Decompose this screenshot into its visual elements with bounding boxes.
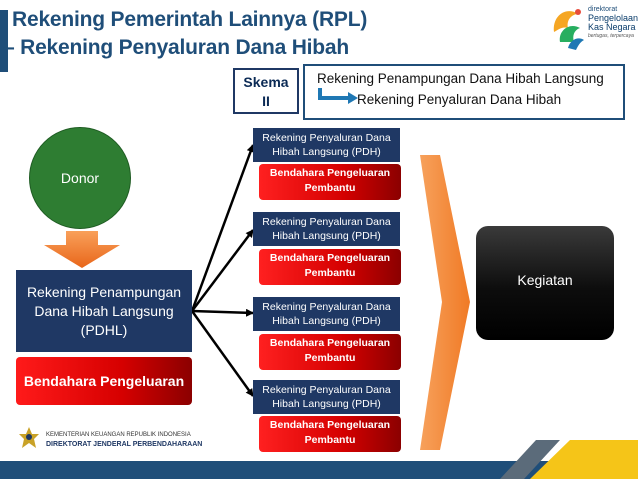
bp-line-2: Pembantu (304, 434, 356, 446)
pdh-line-2: Hibah Langsung (PDH) (272, 230, 381, 242)
bp-line-1: Bendahara Pengeluaran (269, 167, 391, 179)
pdh-line-2: Hibah Langsung (PDH) (272, 315, 381, 327)
bp-line-1: Bendahara Pengeluaran (269, 419, 391, 431)
footer-ministry: KEMENTERIAN KEUANGAN REPUBLIK INDONESIA (46, 432, 191, 438)
pdhl-line-3: (PDHL) (80, 322, 128, 338)
donor-label: Donor (60, 170, 100, 186)
bendahara-pembantu-box: Bendahara Pengeluaran Pembantu (259, 249, 401, 285)
connector-to-pdh-1 (190, 144, 255, 312)
skema-line-1: Skema (243, 74, 289, 90)
kegiatan-label: Kegiatan (517, 272, 573, 288)
bp-line-2: Pembantu (304, 267, 356, 279)
pdh-line-2: Hibah Langsung (PDH) (272, 146, 381, 158)
pdhl-box: Rekening Penampungan Dana Hibah Langsung… (16, 270, 192, 352)
bendahara-pengeluaran-label: Bendahara Pengeluaran (23, 373, 185, 389)
curved-arrow-icon (318, 88, 358, 104)
down-arrow-icon (44, 231, 120, 268)
logo-brand-line-1: Pengelolaan (588, 13, 638, 23)
bendahara-pembantu-box: Bendahara Pengeluaran Pembantu (259, 164, 401, 200)
title-accent-bar (0, 10, 8, 72)
pdh-line-2: Hibah Langsung (PDH) (272, 398, 381, 410)
bendahara-pembantu-box: Bendahara Pengeluaran Pembantu (259, 416, 401, 452)
pengelolaan-kas-negara-logo (553, 9, 584, 50)
connector-to-pdh-3 (191, 308, 254, 317)
logo-tagline: bertugas, terpercaya (588, 33, 634, 39)
connector-to-pdh-2 (191, 229, 254, 312)
donor-node: Donor (29, 127, 131, 229)
pdhl-line-2: Dana Hibah Langsung (34, 303, 174, 319)
skema-line-2: II (262, 93, 270, 109)
bp-line-2: Pembantu (304, 182, 356, 194)
logo-brand-line-2: Kas Negara (588, 22, 636, 32)
bp-line-1: Bendahara Pengeluaran (269, 337, 391, 349)
pdh-line-1: Rekening Penyaluran Dana (262, 132, 391, 144)
bp-line-2: Pembantu (304, 352, 356, 364)
connector-to-pdh-4 (190, 310, 255, 397)
pdh-box: Rekening Penyaluran Dana Hibah Langsung … (253, 212, 400, 246)
pdh-line-1: Rekening Penyaluran Dana (262, 301, 391, 313)
pdh-box: Rekening Penyaluran Dana Hibah Langsung … (253, 128, 400, 162)
bendahara-pembantu-box: Bendahara Pengeluaran Pembantu (259, 334, 401, 370)
pdhl-line-1: Rekening Penampungan (26, 284, 182, 300)
skema-label: Skema II (233, 68, 299, 114)
footer-stripe (0, 461, 638, 479)
logo-small-text: direktorat (588, 6, 618, 13)
bp-line-1: Bendahara Pengeluaran (269, 252, 391, 264)
flow-right-arrow-icon (420, 155, 470, 450)
logo-text: direktorat Pengelolaan Kas Negara bertug… (588, 6, 638, 40)
pdh-box: Rekening Penyaluran Dana Hibah Langsung … (253, 380, 400, 414)
footer-decoration (500, 440, 638, 479)
pdh-line-1: Rekening Penyaluran Dana (262, 216, 391, 228)
pdh-line-1: Rekening Penyaluran Dana (262, 384, 391, 396)
slide-title-line-2: – Rekening Penyaluran Dana Hibah (3, 36, 350, 59)
legend-box (303, 64, 625, 120)
legend-line-1: Rekening Penampungan Dana Hibah Langsung (317, 71, 604, 86)
legend-line-2: Rekening Penyaluran Dana Hibah (357, 92, 562, 107)
kegiatan-box: Kegiatan (476, 226, 614, 340)
garuda-emblem-icon (19, 427, 39, 448)
footer-directorate: DIREKTORAT JENDERAL PERBENDAHARAAN (46, 441, 203, 448)
bendahara-pengeluaran-box: Bendahara Pengeluaran (16, 357, 192, 405)
pdh-box: Rekening Penyaluran Dana Hibah Langsung … (253, 297, 400, 331)
slide-title-line-1: Rekening Pemerintah Lainnya (RPL) (12, 8, 368, 31)
